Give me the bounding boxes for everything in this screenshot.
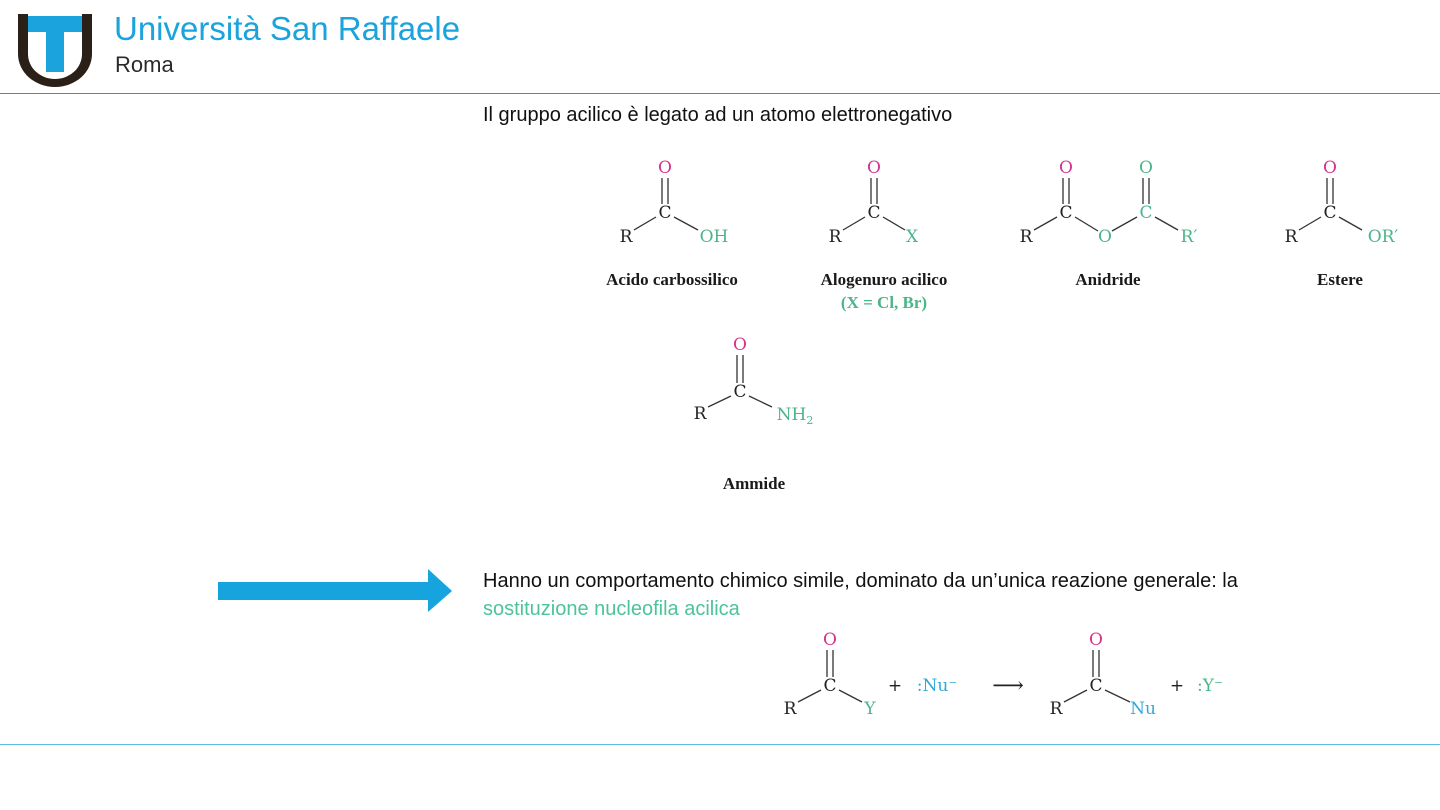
acid-carbon: C xyxy=(658,203,672,223)
halide-oxygen: O xyxy=(867,158,881,178)
halide-x: X xyxy=(905,227,919,247)
ester-oxygen: O xyxy=(1323,158,1337,178)
ester-r: R xyxy=(1284,227,1298,247)
product-r: R xyxy=(1049,699,1063,719)
amide-r: R xyxy=(693,404,707,424)
university-logo xyxy=(14,14,96,88)
big-arrow-icon xyxy=(218,569,452,612)
reactant-oxygen: O xyxy=(823,630,837,650)
anhydride-carbon: C xyxy=(1059,203,1073,223)
ester-carbon: C xyxy=(1323,203,1337,223)
anhydride-r: R xyxy=(1019,227,1033,247)
plus-1: + xyxy=(887,676,903,696)
product-bonds xyxy=(1063,650,1131,703)
anhydride-bridge-oxygen: O xyxy=(1098,227,1112,247)
halide-name: Alogenuro acilico xyxy=(820,270,948,289)
ester-or: OR′ xyxy=(1367,227,1399,247)
reaction-arrow-icon: ⟶ xyxy=(992,673,1024,699)
statement-text: Hanno un comportamento chimico simile, d… xyxy=(483,570,1238,592)
anhydride-name: Anidride xyxy=(1075,270,1141,289)
reactant-carbon: C xyxy=(823,676,837,696)
anhydride-oxygen-2: O xyxy=(1139,158,1153,178)
amide-nh2: NH2 xyxy=(777,405,814,427)
acid-oxygen: O xyxy=(658,158,672,178)
intro-text: Il gruppo acilico è legato ad un atomo e… xyxy=(483,104,953,126)
amide-oxygen: O xyxy=(733,335,747,355)
header-divider xyxy=(0,93,1440,94)
anhydride-carbon-2: C xyxy=(1139,203,1153,223)
nucleophile: :Nu⁻ xyxy=(916,676,958,696)
acid-name: Acido carbossilico xyxy=(606,270,738,289)
ester-bonds xyxy=(1298,178,1363,231)
acid-r: R xyxy=(619,227,633,247)
amide-name: Ammide xyxy=(722,474,786,493)
acid-bonds xyxy=(633,178,699,231)
product-carbon: C xyxy=(1089,676,1103,696)
logo-mark-icon xyxy=(18,14,92,87)
product-nu: Nu xyxy=(1130,699,1156,719)
ester-name: Estere xyxy=(1317,270,1363,289)
amide-carbon: C xyxy=(733,382,747,402)
university-city: Roma xyxy=(115,52,174,77)
amide-bonds xyxy=(707,355,773,408)
plus-2: + xyxy=(1169,676,1185,696)
acid-oh: OH xyxy=(699,227,729,247)
halide-bonds xyxy=(842,178,906,231)
product-oxygen: O xyxy=(1089,630,1103,650)
halide-r: R xyxy=(828,227,842,247)
anhydride-r2: R′ xyxy=(1180,227,1198,247)
reactant-bonds xyxy=(797,650,863,703)
university-name: Università San Raffaele xyxy=(114,10,461,47)
anhydride-oxygen: O xyxy=(1059,158,1073,178)
amide-nh: NH xyxy=(776,404,807,425)
reactant-y: Y xyxy=(864,699,876,719)
reactant-r: R xyxy=(783,699,797,719)
amide-subscript: 2 xyxy=(806,414,814,428)
leaving-group: :Y⁻ xyxy=(1197,676,1223,696)
statement-highlight: sostituzione nucleofila acilica xyxy=(483,598,740,620)
anhydride-bonds xyxy=(1033,178,1179,232)
footer-divider xyxy=(0,744,1440,745)
halide-carbon: C xyxy=(867,203,881,223)
halide-note: (X = Cl, Br) xyxy=(840,293,928,312)
